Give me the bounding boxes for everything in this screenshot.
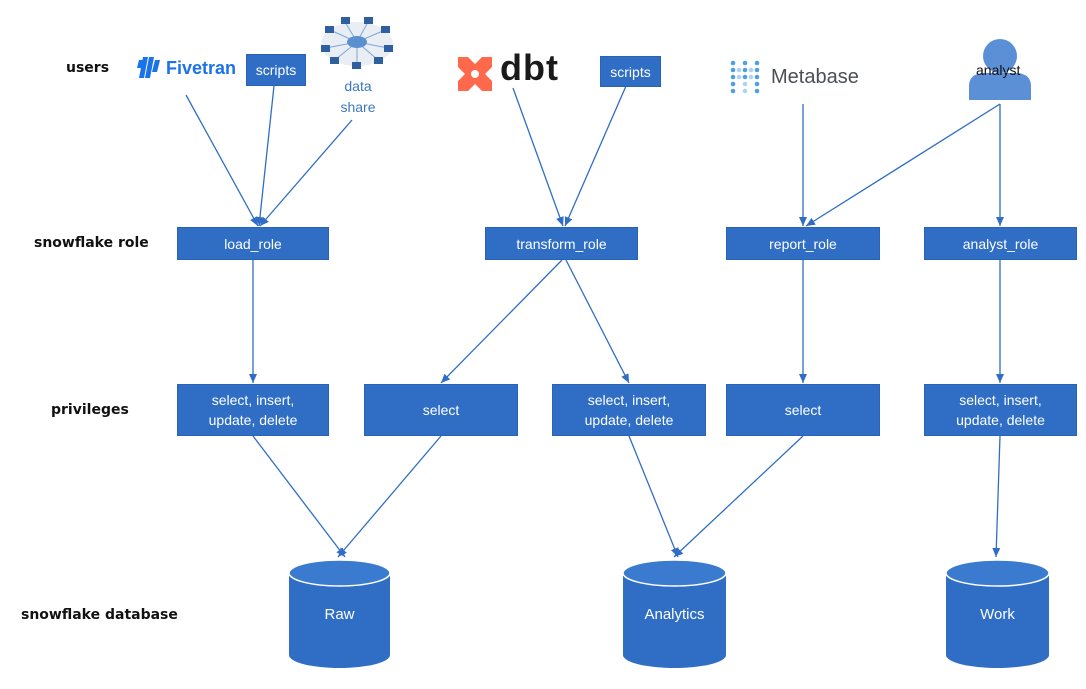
analyst-privileges-line1: select, insert, <box>959 392 1042 408</box>
transform-privileges-line2: update, delete <box>584 412 674 428</box>
data-share-label-line1: data <box>344 78 372 94</box>
analyst-label: analyst <box>976 62 1021 78</box>
analyst-person-icon <box>969 39 1031 100</box>
database-raw-label: Raw <box>324 606 355 623</box>
report-select-box: select <box>726 384 880 436</box>
fivetran-logo-icon <box>137 57 160 78</box>
load-privileges-line1: select, insert, <box>211 392 295 408</box>
transform-select-box: select <box>364 384 518 436</box>
scripts-box-transform: scripts <box>600 56 661 87</box>
row-label-users: users <box>66 60 110 76</box>
arrow-dbt-to-transform-role <box>512 87 564 227</box>
arrow-report-select-to-analytics <box>673 435 804 558</box>
data-share-label-line2: share <box>340 99 376 115</box>
arrow-scripts-to-load-role <box>255 85 275 227</box>
database-analytics-cylinder <box>622 559 727 668</box>
arrow-transform-to-select <box>440 259 563 384</box>
transform-privileges-box: select, insert, update, delete <box>552 384 706 436</box>
transform-role-box: transform_role <box>485 227 638 260</box>
load-privileges-box: select, insert, update, delete <box>177 384 329 436</box>
data-share-label: data share <box>330 76 386 118</box>
fivetran-label: Fivetran <box>166 58 237 78</box>
load-role-box: load_role <box>177 227 329 260</box>
arrow-analyst-privileges-to-work <box>992 435 1001 558</box>
report-role-box: report_role <box>726 227 880 260</box>
row-label-privileges: privileges <box>51 402 129 418</box>
metabase-logo-icon <box>730 60 760 94</box>
arrow-transform-to-crud <box>565 259 630 384</box>
dbt-logo-icon <box>458 57 492 91</box>
arrow-fivetran-to-load-role <box>185 94 259 227</box>
database-work-label: Work <box>980 606 1015 623</box>
database-work-cylinder <box>945 559 1050 668</box>
arrow-transform-crud-to-analytics <box>628 435 679 558</box>
database-analytics-label: Analytics <box>644 606 705 623</box>
load-privileges-line2: update, delete <box>208 412 298 428</box>
analyst-role-box: analyst_role <box>924 227 1077 260</box>
arrow-load-privileges-to-raw <box>252 435 346 558</box>
arrow-analyst-to-report-role <box>805 103 1001 227</box>
row-label-snowflake-role: snowflake role <box>34 235 149 251</box>
dbt-label: dbt <box>500 47 559 88</box>
metabase-label: Metabase <box>771 66 859 88</box>
arrow-scripts-to-transform-role <box>564 85 627 227</box>
arrow-datashare-to-load-role <box>259 119 353 227</box>
analyst-privileges-line2: update, delete <box>956 412 1045 428</box>
analyst-privileges-box: select, insert, update, delete <box>924 384 1077 436</box>
arrow-select-to-raw <box>337 435 442 558</box>
transform-privileges-line1: select, insert, <box>587 392 671 408</box>
data-share-network-icon <box>321 17 393 69</box>
database-raw-cylinder <box>288 559 391 668</box>
scripts-box-load: scripts <box>246 54 306 86</box>
row-label-snowflake-database: snowflake database <box>21 607 178 623</box>
